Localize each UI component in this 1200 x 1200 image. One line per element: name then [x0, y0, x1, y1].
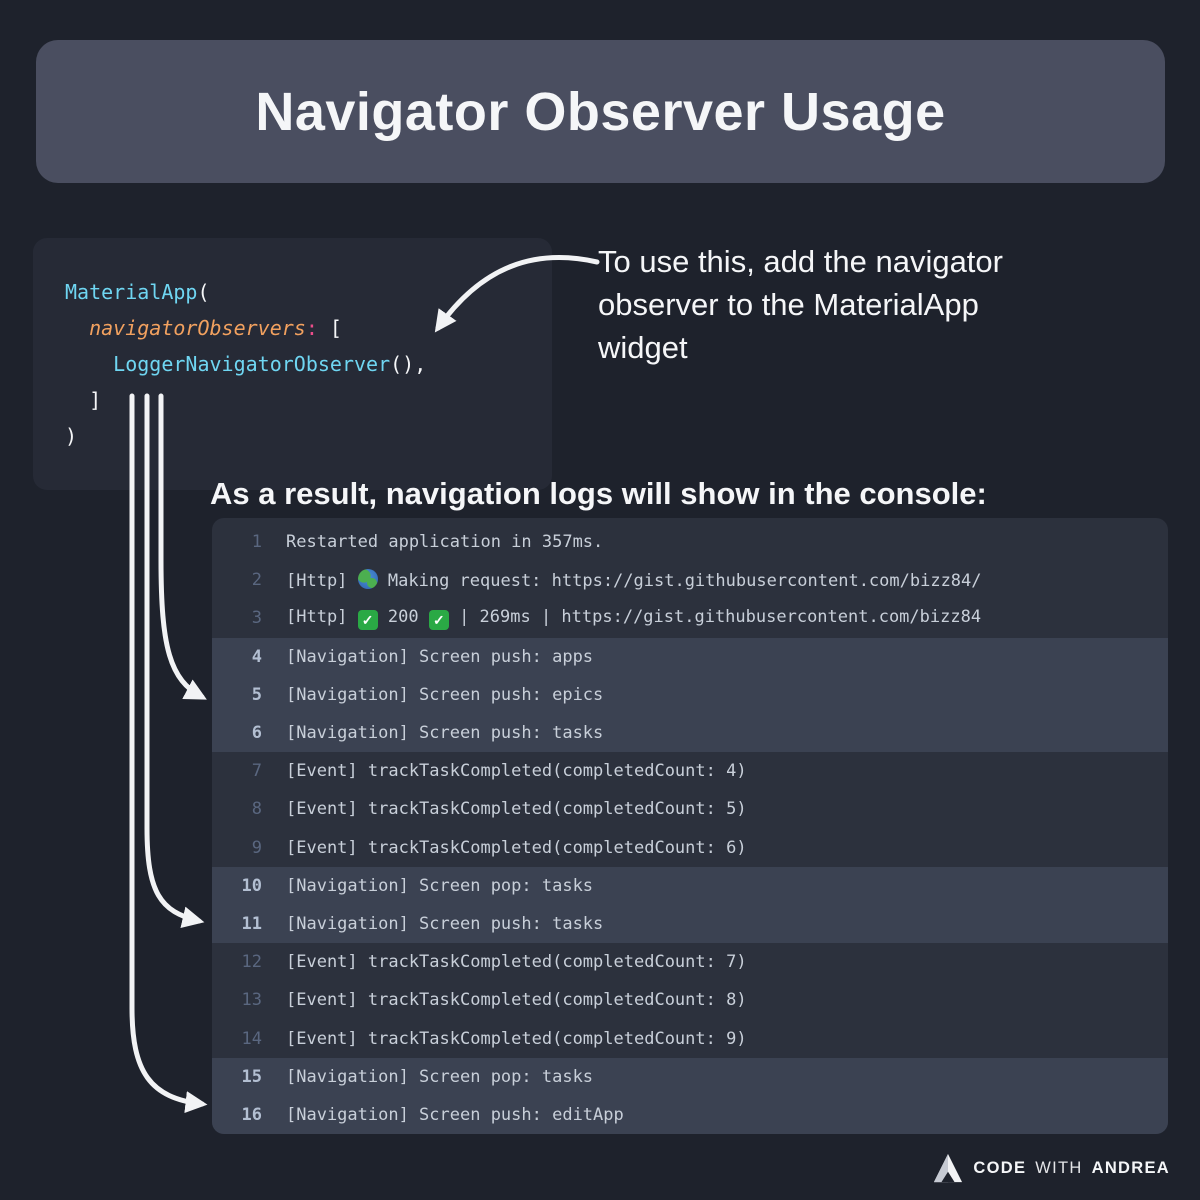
console-row: 3 [Http] ✓ 200 ✓ | 269ms | https://gist.g…: [212, 599, 1168, 637]
line-number: 16: [241, 1104, 262, 1125]
console-row: 12 [Event] trackTaskCompleted(completedCo…: [212, 943, 1168, 981]
arrow-code-to-line-16: [129, 393, 208, 1114]
log-text: [Event] trackTaskCompleted(completedCoun…: [286, 799, 747, 820]
console-row: 5 [Navigation] Screen push: epics: [212, 675, 1168, 714]
console-row: 1 Restarted application in 357ms.: [212, 523, 1168, 561]
check-emoji: ✓: [357, 610, 378, 631]
line-number: 5: [251, 684, 262, 705]
line-number: 4: [251, 646, 262, 667]
console-rows: 1 Restarted application in 357ms. 2 [Http] …: [212, 523, 1168, 1134]
line-number: 13: [241, 990, 262, 1011]
line-number: 15: [241, 1066, 262, 1087]
console-row: 9 [Event] trackTaskCompleted(completedCou…: [212, 829, 1168, 867]
page-title: Navigator Observer Usage: [255, 81, 946, 142]
check-emoji: ✓: [428, 610, 449, 631]
line-number: 7: [251, 761, 262, 782]
code-segment: [: [317, 316, 342, 340]
log-text: [Navigation] Screen push: apps: [286, 646, 594, 667]
code-segment: (),: [390, 352, 427, 376]
log-text: [Event] trackTaskCompleted(completedCoun…: [286, 952, 747, 973]
code-segment: ): [65, 424, 78, 448]
log-text: [Http] ✓ 200 ✓ | 269ms | https://gist.gi…: [286, 607, 981, 631]
console-row: 6 [Navigation] Screen push: tasks: [212, 713, 1168, 753]
console-log-panel: 1 Restarted application in 357ms. 2 [Http] …: [212, 518, 1168, 1134]
log-text: [Event] trackTaskCompleted(completedCoun…: [286, 837, 747, 858]
line-number: 11: [241, 913, 262, 934]
globe-emoji: [357, 569, 378, 590]
code-line: ]: [65, 382, 552, 418]
title-banner: Navigator Observer Usage: [36, 40, 1165, 183]
code-segment: ]: [65, 388, 102, 412]
console-row: 16 [Navigation] Screen push: editApp: [212, 1095, 1168, 1134]
line-number: 1: [251, 532, 262, 553]
code-line: LoggerNavigatorObserver(),: [65, 346, 552, 382]
log-text: [Http] Making request: https://gist.gith…: [286, 569, 982, 592]
code-segment: MaterialApp: [65, 280, 198, 304]
log-text: Restarted application in 357ms.: [286, 532, 604, 553]
annotation-text: To use this, add the navigator observer …: [598, 244, 1003, 365]
line-number: 9: [251, 837, 262, 858]
console-row: 13 [Event] trackTaskCompleted(completedCo…: [212, 981, 1168, 1019]
log-text: [Event] trackTaskCompleted(completedCoun…: [286, 1028, 747, 1049]
line-number: 8: [251, 799, 262, 820]
console-row: 4 [Navigation] Screen push: apps: [212, 637, 1168, 676]
code-segment: [65, 316, 89, 340]
code-segment: [65, 352, 113, 376]
code-segment: LoggerNavigatorObserver: [113, 352, 391, 376]
console-row: 10 [Navigation] Screen pop: tasks: [212, 866, 1168, 905]
log-text: [Event] trackTaskCompleted(completedCoun…: [286, 990, 747, 1011]
code-snippet-panel: MaterialApp( navigatorObservers: [ Logge…: [33, 238, 552, 490]
log-text: [Navigation] Screen push: tasks: [286, 913, 604, 934]
log-text: [Navigation] Screen pop: tasks: [286, 875, 594, 896]
console-row: 11 [Navigation] Screen push: tasks: [212, 904, 1168, 944]
console-row: 7 [Event] trackTaskCompleted(completedCou…: [212, 752, 1168, 790]
brand-word-with: WITH: [1035, 1158, 1083, 1177]
log-text: [Navigation] Screen push: editApp: [286, 1104, 624, 1125]
code-segment: navigatorObservers: [89, 316, 306, 340]
code-with-andrea-logo-icon: [934, 1153, 963, 1183]
log-text: [Navigation] Screen pop: tasks: [286, 1066, 594, 1087]
line-number: 2: [251, 570, 262, 591]
code-line: MaterialApp(: [65, 274, 552, 310]
console-row: 14 [Event] trackTaskCompleted(completedCo…: [212, 1019, 1168, 1057]
brand-wordmark: CODE WITH ANDREA: [973, 1159, 1170, 1178]
console-row: 8 [Event] trackTaskCompleted(completedCou…: [212, 790, 1168, 828]
brand-word-code: CODE: [973, 1158, 1027, 1177]
code-line: navigatorObservers: [: [65, 310, 552, 346]
log-text: [Navigation] Screen push: epics: [286, 684, 604, 705]
line-number: 12: [241, 952, 262, 973]
line-number: 10: [241, 875, 262, 896]
line-number: 3: [251, 608, 262, 629]
line-number: 14: [241, 1028, 262, 1049]
brand-footer: CODE WITH ANDREA: [933, 1150, 1170, 1186]
code-line: ): [65, 418, 552, 454]
brand-word-andrea: ANDREA: [1091, 1158, 1170, 1177]
log-text: [Event] trackTaskCompleted(completedCoun…: [286, 761, 747, 782]
code-lines: MaterialApp( navigatorObservers: [ Logge…: [65, 274, 552, 454]
console-heading: As a result, navigation logs will show i…: [210, 476, 987, 511]
line-number: 6: [251, 723, 262, 744]
console-row: 2 [Http] Making request: https://gist.git…: [212, 561, 1168, 599]
code-segment: :: [305, 316, 318, 340]
log-text: [Navigation] Screen push: tasks: [286, 723, 604, 744]
code-segment: (: [197, 280, 210, 304]
console-row: 15 [Navigation] Screen pop: tasks: [212, 1057, 1168, 1096]
